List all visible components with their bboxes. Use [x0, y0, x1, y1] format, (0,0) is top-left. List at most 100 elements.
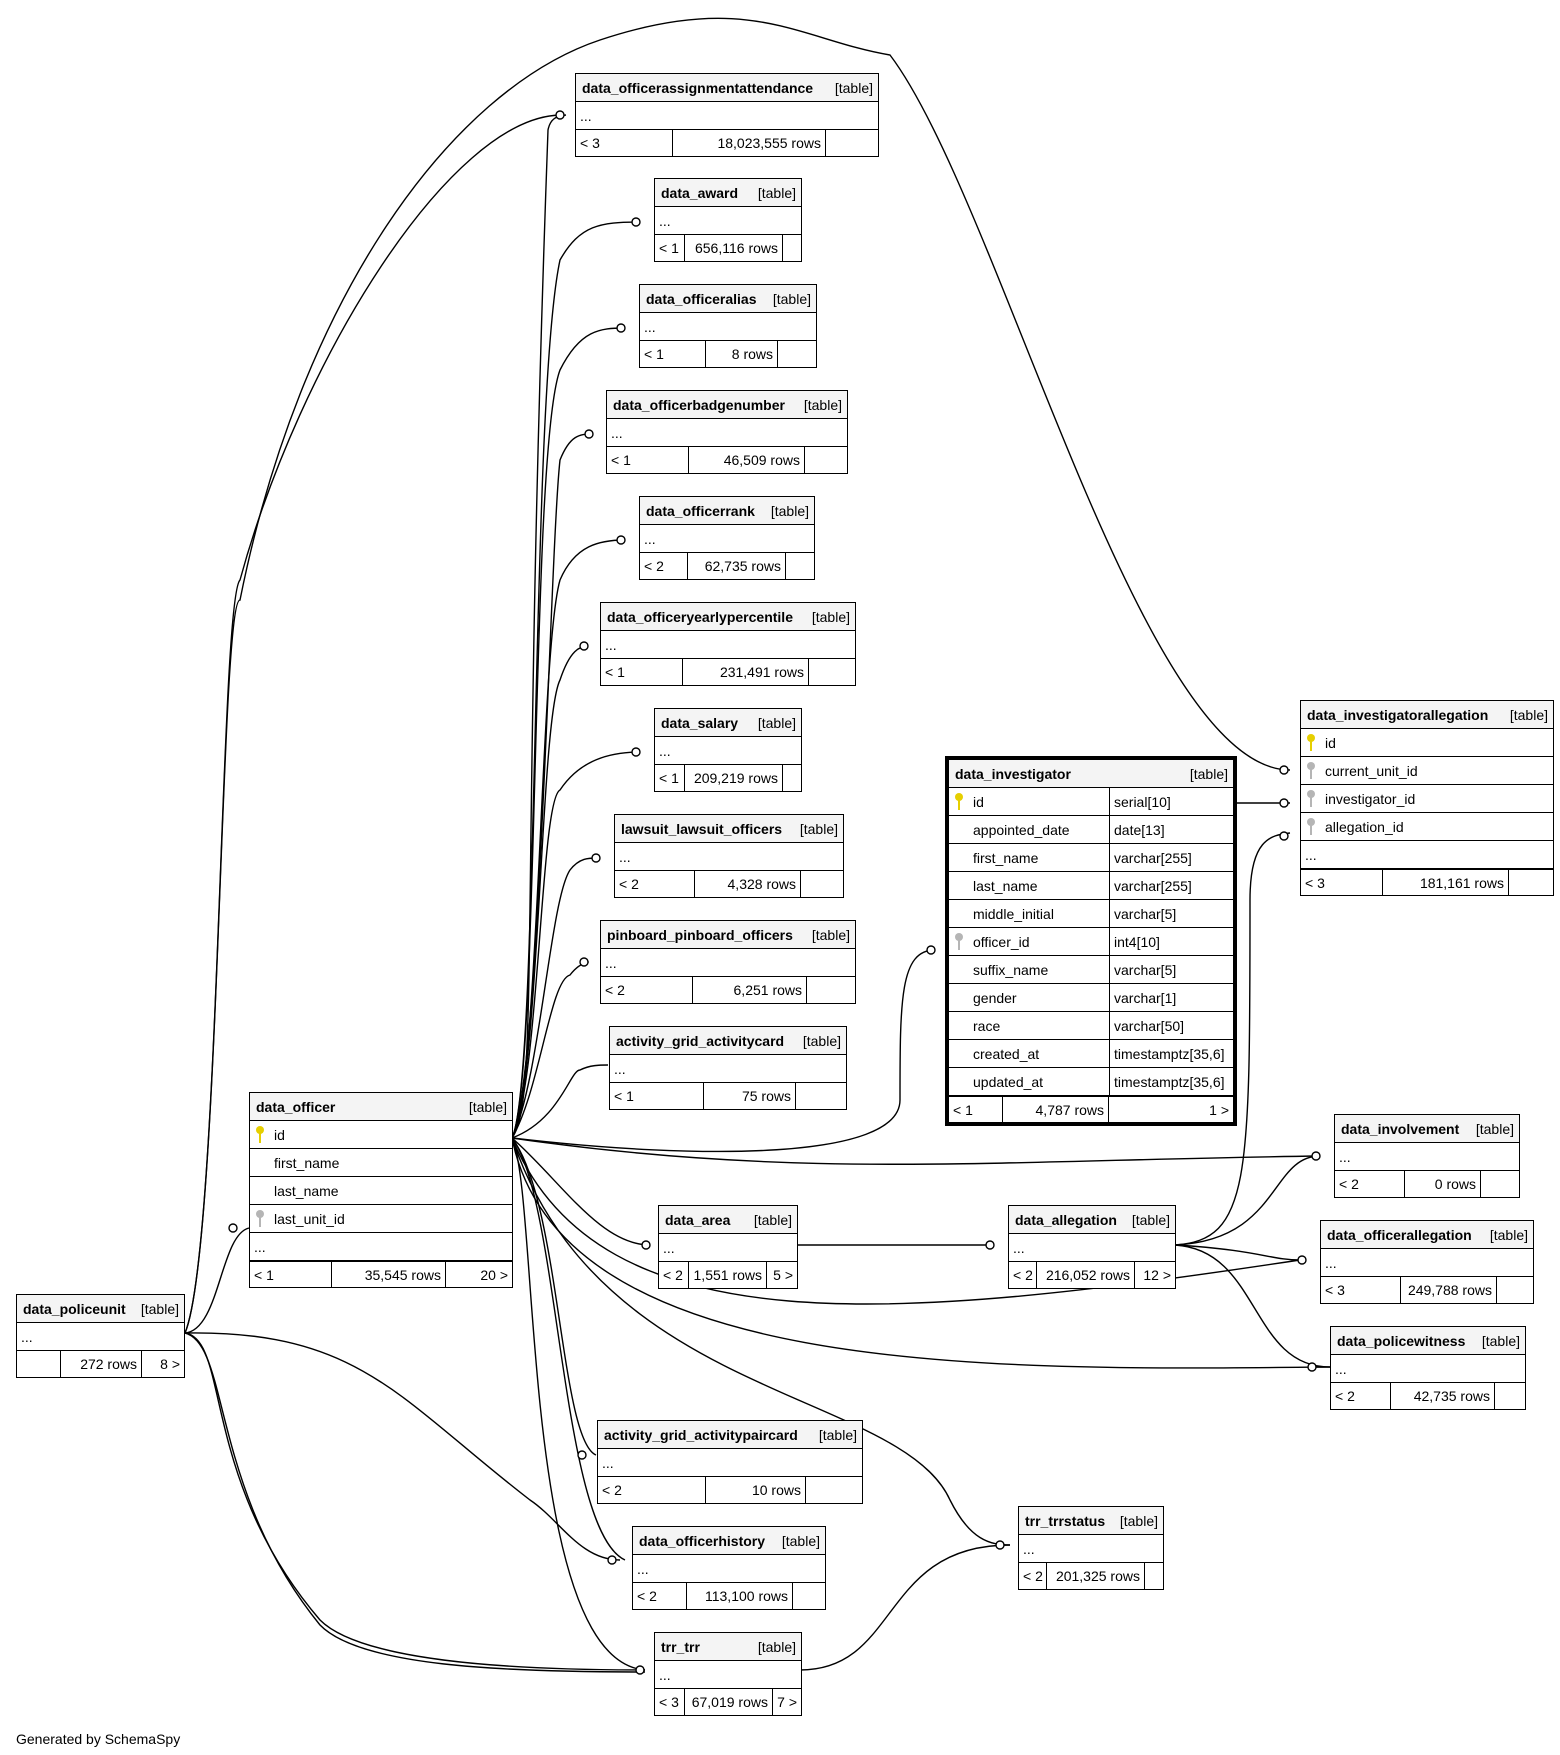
table-trrstatus[interactable]: trr_trrstatus[table] ... < 2 201,325 row… — [1018, 1506, 1164, 1590]
table-history[interactable]: data_officerhistory[table] ... < 2 113,1… — [632, 1526, 826, 1610]
edge-officer-history — [511, 1137, 626, 1561]
parents-count: < 1 — [610, 1083, 704, 1109]
table-name: data_involvement — [1341, 1120, 1460, 1137]
table-salary[interactable]: data_salary[table] ... < 1 209,219 rows — [654, 708, 802, 792]
table-tag: [table] — [811, 608, 850, 625]
table-lawsuit[interactable]: lawsuit_lawsuit_officers[table] ... < 2 … — [614, 814, 844, 898]
table-policeunit[interactable]: data_policeunit[table] ... 272 rows 8 > — [16, 1294, 185, 1378]
parents-count: < 2 — [598, 1477, 706, 1503]
edge-officer-investigator — [511, 949, 936, 1153]
ellipsis-row: ... — [615, 843, 843, 871]
table-footer: < 2 1,551 rows 5 > — [659, 1262, 797, 1288]
table-name: data_officeryearlypercentile — [607, 608, 793, 625]
table-tag: [table] — [772, 290, 811, 307]
column-name: appointed_date — [973, 821, 1070, 838]
table-name: data_allegation — [1015, 1211, 1117, 1228]
cardinality-marker — [1307, 1362, 1317, 1372]
table-pinboard[interactable]: pinboard_pinboard_officers[table] ... < … — [600, 920, 856, 1004]
children-count — [1481, 1171, 1519, 1197]
foreign-key-icon — [255, 1209, 265, 1228]
table-name: data_officer — [256, 1098, 336, 1115]
column-row: id — [250, 1121, 512, 1149]
column-name: allegation_id — [1325, 818, 1404, 835]
cardinality-marker — [641, 1240, 651, 1250]
foreign-key-icon — [1306, 761, 1316, 780]
table-badge[interactable]: data_officerbadgenumber[table] ... < 1 4… — [606, 390, 848, 474]
parents-count: < 3 — [576, 130, 673, 156]
table-paircard[interactable]: activity_grid_activitypaircard[table] ..… — [597, 1420, 863, 1504]
column-name: created_at — [973, 1045, 1040, 1062]
table-footer: < 1 75 rows — [610, 1083, 846, 1109]
table-footer: < 2 0 rows — [1335, 1171, 1519, 1197]
children-count — [1145, 1563, 1163, 1589]
table-footer: < 1 656,116 rows — [655, 235, 801, 261]
generated-by-footer[interactable]: Generated by SchemaSpy — [16, 1731, 181, 1747]
table-name: data_officerhistory — [639, 1532, 766, 1549]
cardinality-marker — [1279, 765, 1289, 775]
cardinality-marker — [1279, 798, 1289, 808]
ellipsis-row: ... — [659, 1234, 797, 1262]
table-footer: < 3 249,788 rows — [1321, 1277, 1533, 1303]
column-row: id — [1301, 729, 1553, 757]
edge-policeunit-officer — [184, 1227, 250, 1334]
edge-policeunit-invalleg — [184, 17, 1291, 1334]
table-rank[interactable]: data_officerrank[table] ... < 2 62,735 r… — [639, 496, 815, 580]
table-footer: < 2 62,735 rows — [640, 553, 814, 579]
table-award[interactable]: data_award[table] ... < 1 656,116 rows — [654, 178, 802, 262]
table-trr[interactable]: trr_trr[table] ... < 3 67,019 rows 7 > — [654, 1632, 802, 1716]
table-name: data_officeralias — [646, 290, 757, 307]
table-offalleg[interactable]: data_officerallegation[table] ... < 3 24… — [1320, 1220, 1534, 1304]
edge-officer-area — [511, 1137, 651, 1246]
ellipsis-row: ... — [576, 102, 878, 130]
cardinality-marker — [631, 217, 641, 227]
column-name: officer_id — [973, 933, 1030, 950]
table-activitycard[interactable]: activity_grid_activitycard[table] ... < … — [609, 1026, 847, 1110]
row-count: 231,491 rows — [683, 659, 809, 685]
table-tag: [table] — [834, 79, 873, 96]
ellipsis-row: ... — [640, 313, 816, 341]
parents-count: < 2 — [1335, 1171, 1405, 1197]
table-tag: [table] — [757, 714, 796, 731]
row-count: 10 rows — [706, 1477, 806, 1503]
cardinality-marker — [995, 1540, 1005, 1550]
table-oaa[interactable]: data_officerassignmentattendance[table] … — [575, 73, 879, 157]
table-yearly[interactable]: data_officeryearlypercentile[table] ... … — [600, 602, 856, 686]
edge-officer-alias — [511, 327, 626, 1139]
edge-officer-salary — [511, 751, 641, 1139]
table-footer: < 2 42,735 rows — [1331, 1383, 1525, 1409]
children-count — [1497, 1277, 1533, 1303]
table-tag: [table] — [1489, 1226, 1528, 1243]
table-allegation[interactable]: data_allegation[table] ... < 2 216,052 r… — [1008, 1205, 1176, 1289]
column-name: first_name — [973, 849, 1039, 866]
table-invalleg[interactable]: data_investigatorallegation[table] id cu… — [1300, 700, 1554, 896]
table-footer: < 3 181,161 rows — [1301, 869, 1553, 895]
edge-trr-trrstatus — [799, 1544, 1011, 1671]
parents-count: < 2 — [1009, 1262, 1037, 1288]
row-count: 216,052 rows — [1037, 1262, 1135, 1288]
table-footer: < 3 67,019 rows 7 > — [655, 1689, 801, 1715]
edge-allegation-involvement — [1174, 1155, 1321, 1246]
table-tag: [table] — [753, 1211, 792, 1228]
table-witness[interactable]: data_policewitness[table] ... < 2 42,735… — [1330, 1326, 1526, 1410]
table-tag: [table] — [802, 1032, 841, 1049]
cardinality-marker — [579, 957, 589, 967]
table-area[interactable]: data_area[table] ... < 2 1,551 rows 5 > — [658, 1205, 798, 1289]
children-count — [783, 765, 801, 791]
table-footer: < 2 216,052 rows 12 > — [1009, 1262, 1175, 1288]
parents-count: < 2 — [1019, 1563, 1047, 1589]
table-tag: [table] — [1131, 1211, 1170, 1228]
children-count: 5 > — [773, 1267, 793, 1283]
table-footer: 272 rows 8 > — [17, 1351, 184, 1377]
table-tag: [table] — [770, 502, 809, 519]
cardinality-marker — [616, 323, 626, 333]
table-officer[interactable]: data_officer[table] id first_name last_n… — [249, 1092, 513, 1288]
table-involvement[interactable]: data_involvement[table] ... < 2 0 rows — [1334, 1114, 1520, 1198]
row-count: 18,023,555 rows — [673, 130, 826, 156]
column-type: varchar[50] — [1109, 1012, 1233, 1039]
table-alias[interactable]: data_officeralias[table] ... < 1 8 rows — [639, 284, 817, 368]
